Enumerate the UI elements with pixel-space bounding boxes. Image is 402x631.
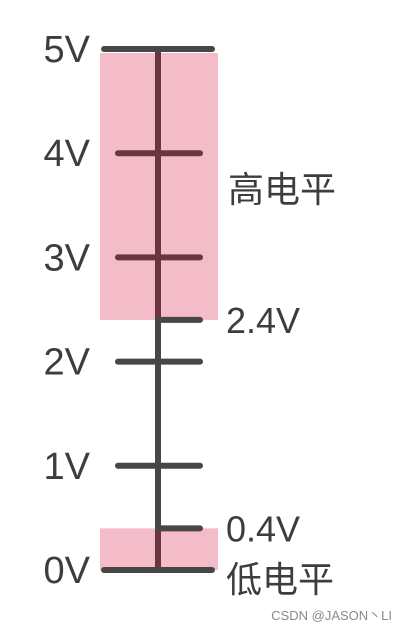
tick-label-3v: 3V xyxy=(44,237,91,279)
tick-label-2v: 2V xyxy=(44,342,91,384)
tick-label-1v: 1V xyxy=(44,446,91,488)
voltage-labels: 5V 4V 3V 2V 1V 0V 2.4V 0.4V xyxy=(44,29,301,592)
threshold-label-2-4v: 2.4V xyxy=(226,300,300,341)
high-level-label: 高电平 xyxy=(228,170,336,211)
low-level-label: 低电平 xyxy=(226,560,334,601)
tick-label-5v: 5V xyxy=(44,29,91,71)
watermark-text: CSDN @JASON丶LI xyxy=(271,608,392,623)
voltage-ticks xyxy=(101,46,215,573)
threshold-label-0-4v: 0.4V xyxy=(226,508,300,549)
tick-label-4v: 4V xyxy=(44,133,91,175)
tick-label-0v: 0V xyxy=(44,550,91,592)
